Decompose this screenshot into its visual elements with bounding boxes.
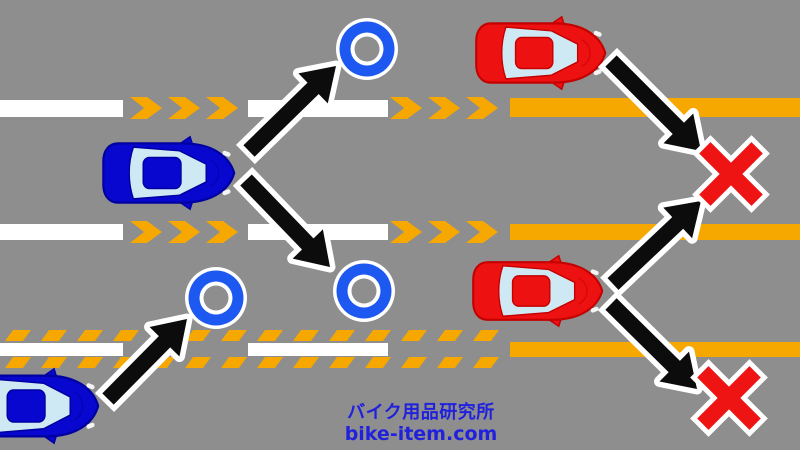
slant-dash <box>401 357 427 368</box>
arrow-head <box>663 113 701 151</box>
headlight <box>593 69 602 76</box>
red-car-upper <box>475 15 607 91</box>
arrow-shaft <box>240 174 318 254</box>
slant-dash <box>473 357 499 368</box>
slant-dash <box>365 330 391 341</box>
x-stroke <box>699 142 763 206</box>
white-line-dash <box>0 343 123 356</box>
hood-line <box>210 159 220 187</box>
arrow-blue-upper-down <box>232 167 336 273</box>
slant-dash <box>329 330 355 341</box>
slant-dash <box>293 357 319 368</box>
slant-dash <box>257 330 283 341</box>
white-line-dash <box>248 343 388 356</box>
x-stroke <box>697 366 761 430</box>
headlight <box>86 422 95 429</box>
slant-dash <box>221 357 247 368</box>
slant-dash <box>401 330 427 341</box>
allowed-circle-icon <box>336 18 398 80</box>
slant-dash <box>293 330 319 341</box>
car-roof <box>142 156 182 190</box>
hood-line <box>578 277 588 305</box>
slant-dash <box>41 357 67 368</box>
headlight <box>590 306 599 313</box>
arrow-head <box>149 319 187 357</box>
arrow-head <box>298 66 336 104</box>
arrow-blue-lower-up <box>94 313 193 413</box>
direction-chevron-icon <box>130 97 162 119</box>
slant-dash <box>77 357 103 368</box>
headlight <box>222 150 231 157</box>
arrow-blue-upper-up <box>235 60 342 165</box>
circle-center <box>203 285 229 311</box>
arrow-red-lower-up <box>600 195 707 298</box>
slant-dash <box>365 357 391 368</box>
slant-dash <box>113 330 139 341</box>
hood-line <box>581 39 591 67</box>
car-roof <box>511 275 551 307</box>
headlight <box>590 269 599 276</box>
direction-chevron-icon <box>206 221 238 243</box>
slant-dash <box>5 357 31 368</box>
slant-dash <box>329 357 355 368</box>
allowed-circle-icon <box>333 260 395 322</box>
slant-dash <box>437 330 463 341</box>
slant-dash <box>185 330 211 341</box>
circle-center <box>354 36 380 62</box>
slant-dash <box>257 357 283 368</box>
direction-chevron-icon <box>390 221 422 243</box>
arrow-shaft <box>605 298 685 377</box>
blue-car-upper <box>102 135 236 211</box>
arrow-head <box>659 351 697 389</box>
direction-chevron-icon <box>168 97 200 119</box>
slant-dash <box>41 330 67 341</box>
slant-dash <box>473 330 499 341</box>
slant-dash <box>77 330 103 341</box>
arrow-red-upper-down <box>597 47 707 157</box>
arrow-shaft <box>605 55 689 139</box>
slant-dash <box>5 330 31 341</box>
arrow-head <box>663 201 701 239</box>
car-roof <box>514 36 554 70</box>
direction-chevron-icon <box>168 221 200 243</box>
prohibited-x-icon <box>690 359 768 437</box>
direction-chevron-icon <box>466 221 498 243</box>
direction-chevron-icon <box>206 97 238 119</box>
middle-lane-line <box>0 221 800 243</box>
hood-line <box>74 391 84 421</box>
direction-chevron-icon <box>428 97 460 119</box>
direction-chevron-icon <box>466 97 498 119</box>
prohibited-x-icon <box>692 135 770 213</box>
allowed-circle-icon <box>185 267 247 329</box>
car-roof <box>6 389 46 423</box>
circle-center <box>351 278 377 304</box>
slant-dash <box>221 330 247 341</box>
white-line-dash <box>0 224 123 240</box>
blue-car-lower <box>0 367 100 445</box>
headlight <box>222 189 231 196</box>
slant-dash <box>437 357 463 368</box>
arrow-shaft <box>102 331 175 405</box>
slant-dash <box>185 357 211 368</box>
direction-chevron-icon <box>428 221 460 243</box>
headlight <box>593 30 602 37</box>
white-line-dash <box>0 100 123 117</box>
arrow-shaft <box>243 78 323 157</box>
headlight <box>86 383 95 390</box>
direction-chevron-icon <box>390 97 422 119</box>
arrow-shaft <box>607 213 688 290</box>
direction-chevron-icon <box>130 221 162 243</box>
arrow-red-lower-down <box>597 290 703 395</box>
arrow-head <box>292 229 330 267</box>
red-car-lower <box>472 254 604 328</box>
